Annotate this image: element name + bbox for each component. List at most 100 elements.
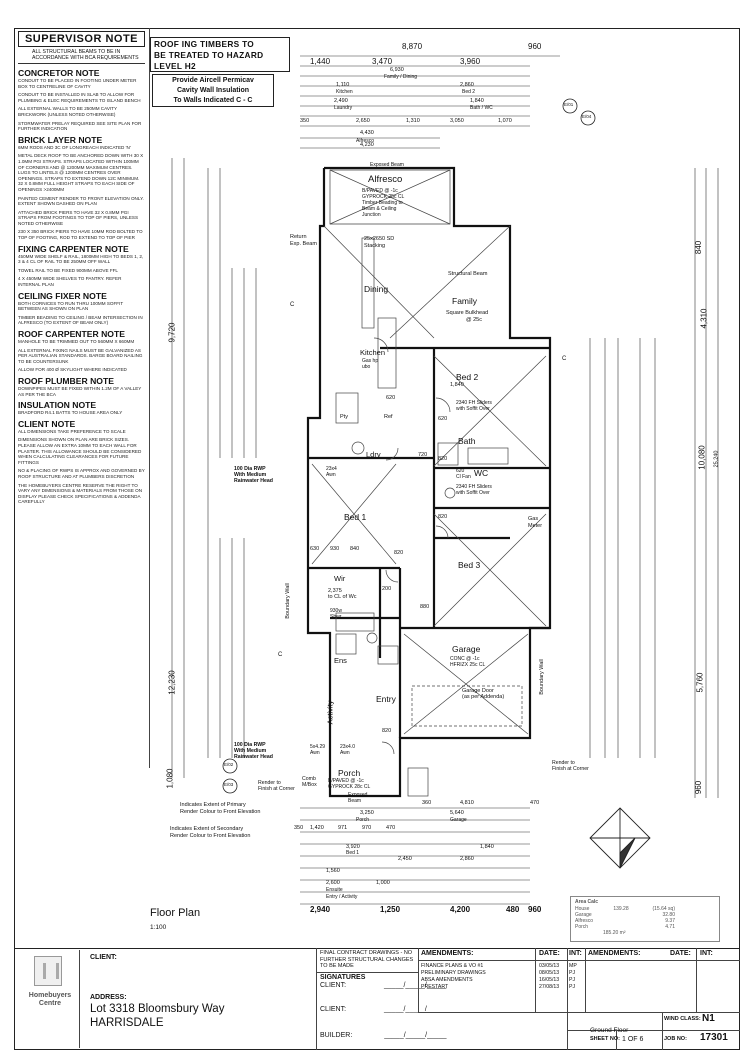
room-bed1: Bed 1 [344,512,367,522]
dim-bottom2: 470 [386,825,396,831]
dim-garage-mid: 4,810 [460,800,474,806]
address-line: Lot 3318 Bloomsbury Way [90,1003,225,1015]
spec-line: Shwr [330,614,342,620]
section-marker: C [562,356,567,362]
dim-bottom4: 1,560 [326,868,340,874]
note-line: 100 Dia RWP [234,466,266,472]
note-text: ALL EXTERNAL FIXING NAILS MUST BE GALVAN… [18,347,143,364]
note-line: Rainwater Head [234,754,273,760]
spec-line: Timber Beading to [362,200,403,206]
door-size: 200 [382,586,392,592]
wind-label: WIND CLASS: [664,1016,701,1022]
address-line: HARRISDALE [90,1017,164,1029]
wind-class: N1 [702,1013,715,1024]
note-line: Awn [326,472,336,478]
dim-row5: 3,050 [450,118,464,124]
client-sign-1: CLIENT: _____/_____/_____ [317,982,537,989]
dim-bottom1-label: Porch [356,817,370,823]
note-line: Beam [348,798,362,804]
sign-date: _____/_____/_____ [384,1032,447,1039]
dim-bottom5: 1,000 [376,880,390,886]
ens-spec: 930w Shwr [330,608,342,620]
spec-line: B/PAVED @ -1c [362,188,398,194]
elevation-marker: E/02 [224,762,234,767]
note-line: Awn [340,750,350,756]
floor-plan: 8,870 960 1,440 3,470 3,960 6,930 Family… [150,38,740,918]
door-size: 820 [394,550,404,556]
dim-left-bottom: 1,080 [165,768,175,789]
logo-icon [34,956,62,986]
note-line: Finish at Corner [258,786,295,792]
room-bath: Bath [458,436,476,446]
meter-box: Comb M/Box [302,776,317,788]
fridge: Ref [384,414,393,420]
insulation-line: Cavity Wall Insulation [176,87,250,94]
room-alfresco: Alfresco [368,174,403,185]
dim-right: 10,080 [697,445,707,470]
note-text: ALLOW FOR 400 Ø SKYLIGHT WHERE INDICATED [18,367,127,373]
divider [616,1030,617,1050]
rwp-note: 100 Dia RWP With Medium Rainwater Head [234,466,273,484]
note-line: Indicates Extent of Primary [180,802,246,808]
note-line: Awn [310,750,320,756]
area-value: 139.28 [613,906,629,912]
hazard-note: ROOF ING TIMBERS TO BE TREATED TO HAZARD… [150,37,290,72]
note-text: CONDUIT TO BE PLACED IN FOOTING UNDER ME… [18,78,137,89]
return-beam: Return Exp. Beam [290,234,317,248]
note-line: M/Box [302,782,317,788]
dim-right: 840 [694,240,704,255]
note-text: TIMBER BEADING TO CEILING / BEAM INTERSE… [18,314,143,326]
contract-box: FINAL CONTRACT DRAWINGS - NO FURTHER STR… [316,948,536,1050]
note-text: DIMENSIONS SHOWN ON PLAN ARE BRICK SIZES… [18,437,142,465]
note-line: Render to [258,780,281,786]
amendment-date: 08/05/13 [539,970,560,976]
extent-secondary: Indicates Extent of Secondary Render Col… [170,826,250,840]
dim-right: 5,760 [695,672,705,693]
amendment-initials: PJ [569,984,576,990]
dim-bottom3: 2,450 [398,856,412,862]
dim-row5: 2,650 [356,118,370,124]
dim-row4: 2,490 [334,98,348,104]
divider [567,948,568,1050]
room-wc: WC [474,468,489,478]
date-label-2: DATE: [670,950,691,957]
dim-bottom3-label: Bed 1 [346,850,360,856]
note-line: Garage Door [462,688,494,694]
amendment-date: 16/05/13 [539,977,560,983]
dim-alfresco-label: Alfresco [356,138,375,144]
dim-bottom3: 1,840 [480,844,494,850]
area-value: 4.71 [665,924,675,930]
dim-row5: 350 [300,118,310,124]
note-text: THE HOMEBUYERS CENTRE RESERVE THE RIGHT … [18,482,143,505]
amendment-date: 27/08/13 [539,984,560,990]
sheet-label: SHEET NO: [590,1036,620,1042]
dim-bottom2: 971 [338,825,348,831]
area-name: House [575,906,590,912]
elevation-marker: E/03 [224,782,234,787]
awning: 23x4.0 Awn [340,744,355,756]
note-line: With Medium [234,748,267,754]
dim-overall: 8,870 [402,42,423,51]
elevation-marker: E/01 [564,102,574,107]
note-heading: CLIENT NOTE [18,418,76,429]
builder-sign: BUILDER: _____/_____/_____ [317,1032,537,1039]
door-size: 820 [382,728,392,734]
int-label-2: INT: [700,950,713,957]
dim-top: 1,440 [310,57,331,66]
note-text: MANHOLE TO BE TRIMMED OUT TO 560MM x 660… [18,339,135,344]
room-activity: Activity [325,700,335,725]
drawing-sheet [14,28,740,1050]
note-heading: CEILING FIXER NOTE [18,290,107,301]
wir-dim: 2,375 to CL of Wc [328,588,357,600]
date-label: DATE: [539,950,560,957]
dim-row5: 1,070 [498,118,512,124]
spec-line: HFRIZX 25c CL [450,662,486,668]
divider [418,960,740,961]
amendment-initials: PJ [569,970,576,976]
dim-alfresco: 4,230 [360,142,374,148]
note-text: ALL DIMENSIONS TAKE PREFERENCE TO SCALE [18,428,126,434]
bulkhead-height: @ 25c [466,317,482,323]
dim-porch: 360 [422,800,432,806]
